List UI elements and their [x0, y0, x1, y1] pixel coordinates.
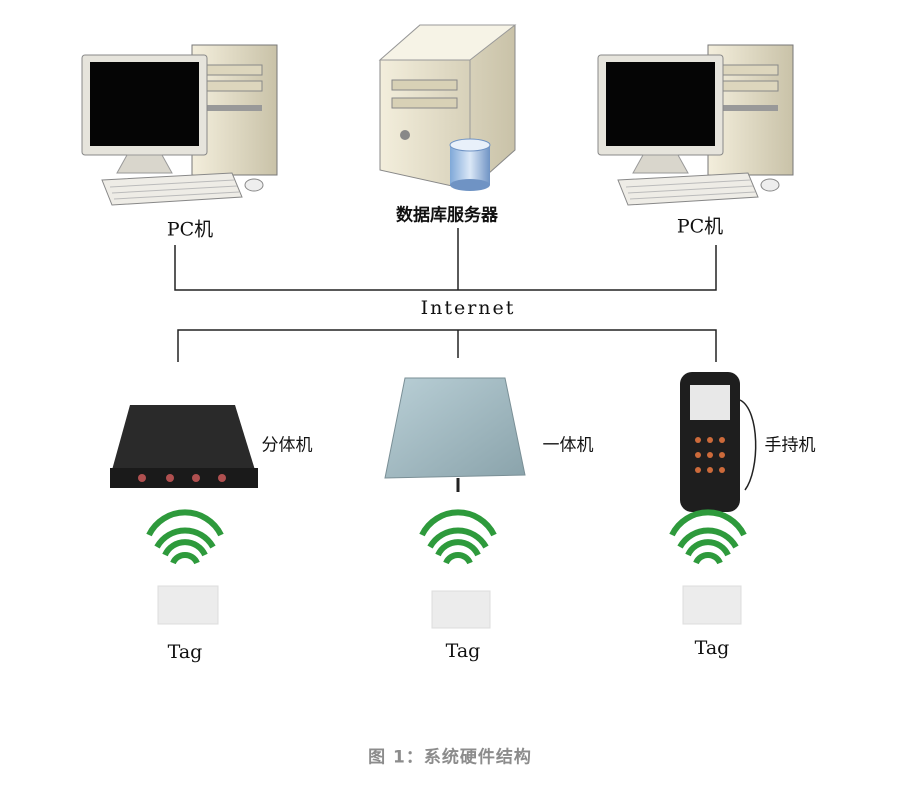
internet-label: Internet — [420, 297, 516, 319]
rf-wave-icon-3 — [672, 512, 744, 563]
split-reader-icon — [110, 405, 258, 488]
split-reader-label: 分体机 — [261, 435, 313, 456]
pc-left-label: PC机 — [166, 218, 214, 241]
tag-card-2 — [431, 590, 491, 629]
rf-wave-icon-1 — [149, 512, 221, 563]
integrated-reader-icon — [384, 377, 526, 492]
tag-label-3: Tag — [694, 637, 730, 659]
figure-caption: 图 1：系统硬件结构 — [368, 747, 532, 768]
tag-label-2: Tag — [445, 640, 481, 662]
tag-label-1: Tag — [167, 641, 203, 663]
server-label: 数据库服务器 — [396, 205, 498, 226]
connection-lines — [174, 228, 717, 362]
tag-card-3 — [682, 585, 742, 625]
database-server-icon — [378, 24, 517, 191]
handheld-reader-icon — [680, 372, 757, 512]
pc-left-icon — [81, 44, 278, 206]
integrated-reader-label: 一体机 — [542, 435, 594, 456]
pc-right-icon — [597, 44, 794, 206]
handheld-reader-label: 手持机 — [764, 435, 816, 456]
rf-wave-icon-2 — [422, 512, 494, 563]
tag-card-1 — [157, 585, 219, 625]
pc-right-label: PC机 — [676, 215, 724, 238]
